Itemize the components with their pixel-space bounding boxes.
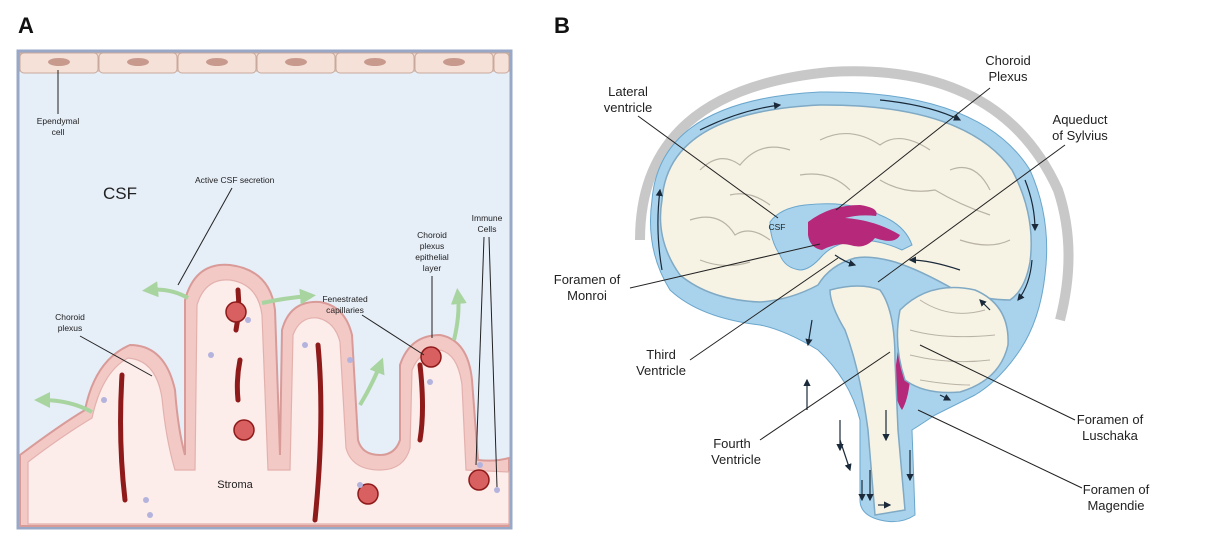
choroid-plexus-folds	[19, 263, 510, 527]
luschaka-label: Foramen of	[1077, 412, 1144, 427]
choroid-plexus-b	[808, 205, 900, 250]
immune-leader-1	[475, 236, 485, 466]
ependymal-label-2: cell	[52, 127, 65, 137]
third-ventricle-label: Third	[646, 347, 676, 362]
epithelial-label: Choroid	[417, 230, 447, 240]
choroid-plexus-label-2: plexus	[58, 323, 83, 333]
lateral-leader	[637, 115, 779, 219]
panel-b: B	[554, 13, 1150, 523]
fenestrated-leader	[361, 314, 425, 356]
magendie-leader	[917, 409, 1083, 489]
cerebellum-folia	[909, 299, 996, 386]
monroi-leader	[629, 243, 821, 289]
fenestrated-label: Fenestrated	[322, 294, 368, 304]
luschaka-label-2: Luschaka	[1082, 428, 1138, 443]
secretion-leader	[177, 187, 233, 286]
panel-b-label: B	[554, 13, 570, 38]
aqueduct-label: Aqueduct	[1053, 112, 1108, 127]
monroi-label: Foramen of	[554, 272, 621, 287]
secretion-arrows	[34, 281, 467, 414]
epithelial-label-3: epithelial	[415, 252, 449, 262]
fourth-ventricle-label-2: Ventricle	[711, 452, 761, 467]
choroid-plexus-b-label-2: Plexus	[988, 69, 1028, 84]
immune-cells-label-2: Cells	[478, 224, 497, 234]
choroid-leader	[79, 335, 153, 377]
csf-label: CSF	[103, 184, 137, 203]
monroi-label-2: Monroi	[567, 288, 607, 303]
immune-cells-label: Immune	[472, 213, 503, 223]
luschaka-leader	[919, 344, 1076, 421]
choroid-b-leader	[835, 87, 991, 211]
brainstem	[829, 285, 906, 516]
choroid-plexus-label: Choroid	[55, 312, 85, 322]
csf-b-label: CSF	[769, 222, 786, 232]
fenestrated-label-2: capillaries	[326, 305, 364, 315]
third-ventricle-label-2: Ventricle	[636, 363, 686, 378]
magendie-label-2: Magendie	[1087, 498, 1144, 513]
gyri	[689, 132, 1011, 267]
epithelial-label-4: layer	[423, 263, 442, 273]
epithelial-label-2: plexus	[420, 241, 445, 251]
lateral-ventricle-label: Lateral	[608, 84, 648, 99]
panel-a-label: A	[18, 13, 34, 38]
immune-leader-2	[488, 236, 498, 488]
third-leader	[689, 257, 839, 361]
stroma-label: Stroma	[217, 479, 253, 491]
cerebellum	[896, 286, 1009, 394]
active-secretion-label: Active CSF secretion	[195, 175, 275, 185]
lateral-ventricle-label-2: ventricle	[604, 100, 652, 115]
aqueduct-label-2: of Sylvius	[1052, 128, 1108, 143]
panel-a: A	[16, 13, 513, 530]
magendie-label: Foramen of	[1083, 482, 1150, 497]
choroid-plexus-b-label: Choroid	[985, 53, 1031, 68]
skull	[635, 66, 1074, 322]
fourth-ventricle-label: Fourth	[713, 436, 751, 451]
ependymal-layer	[19, 52, 510, 74]
aqueduct-leader	[877, 144, 1066, 283]
csf-flow-arrows	[655, 99, 1039, 509]
fourth-leader	[759, 351, 891, 441]
ependymal-label: Ependymal	[37, 116, 80, 126]
